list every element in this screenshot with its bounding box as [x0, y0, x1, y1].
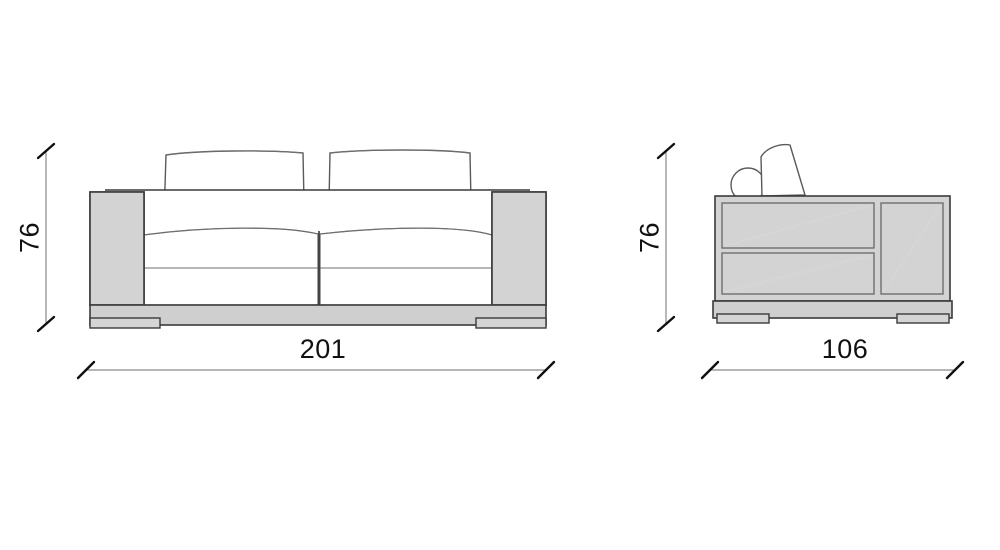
front-view	[36, 142, 556, 380]
side-height-dimension	[656, 142, 676, 333]
side-base-plinth	[712, 300, 953, 319]
front-foot-right	[475, 317, 547, 329]
front-height-label: 76	[14, 221, 45, 254]
front-base-plinth	[89, 304, 547, 326]
side-upper-panel	[721, 202, 875, 249]
side-foot-right	[896, 313, 950, 324]
seat-cushion-right	[319, 227, 493, 306]
front-foot-left	[89, 317, 161, 329]
side-lower-panel	[721, 252, 875, 295]
side-width-dimension	[700, 360, 965, 380]
left-armrest	[89, 191, 145, 306]
side-view	[656, 142, 965, 380]
front-width-dimension	[76, 360, 556, 380]
front-height-dimension	[36, 142, 56, 333]
side-backrest-cushion	[760, 143, 806, 197]
side-height-label: 76	[634, 221, 665, 254]
seat-cushion-left	[142, 227, 319, 306]
right-armrest	[491, 191, 547, 306]
side-right-panel	[880, 202, 944, 295]
side-width-label: 106	[821, 334, 869, 364]
side-foot-left	[716, 313, 770, 324]
front-width-label: 201	[299, 334, 347, 364]
